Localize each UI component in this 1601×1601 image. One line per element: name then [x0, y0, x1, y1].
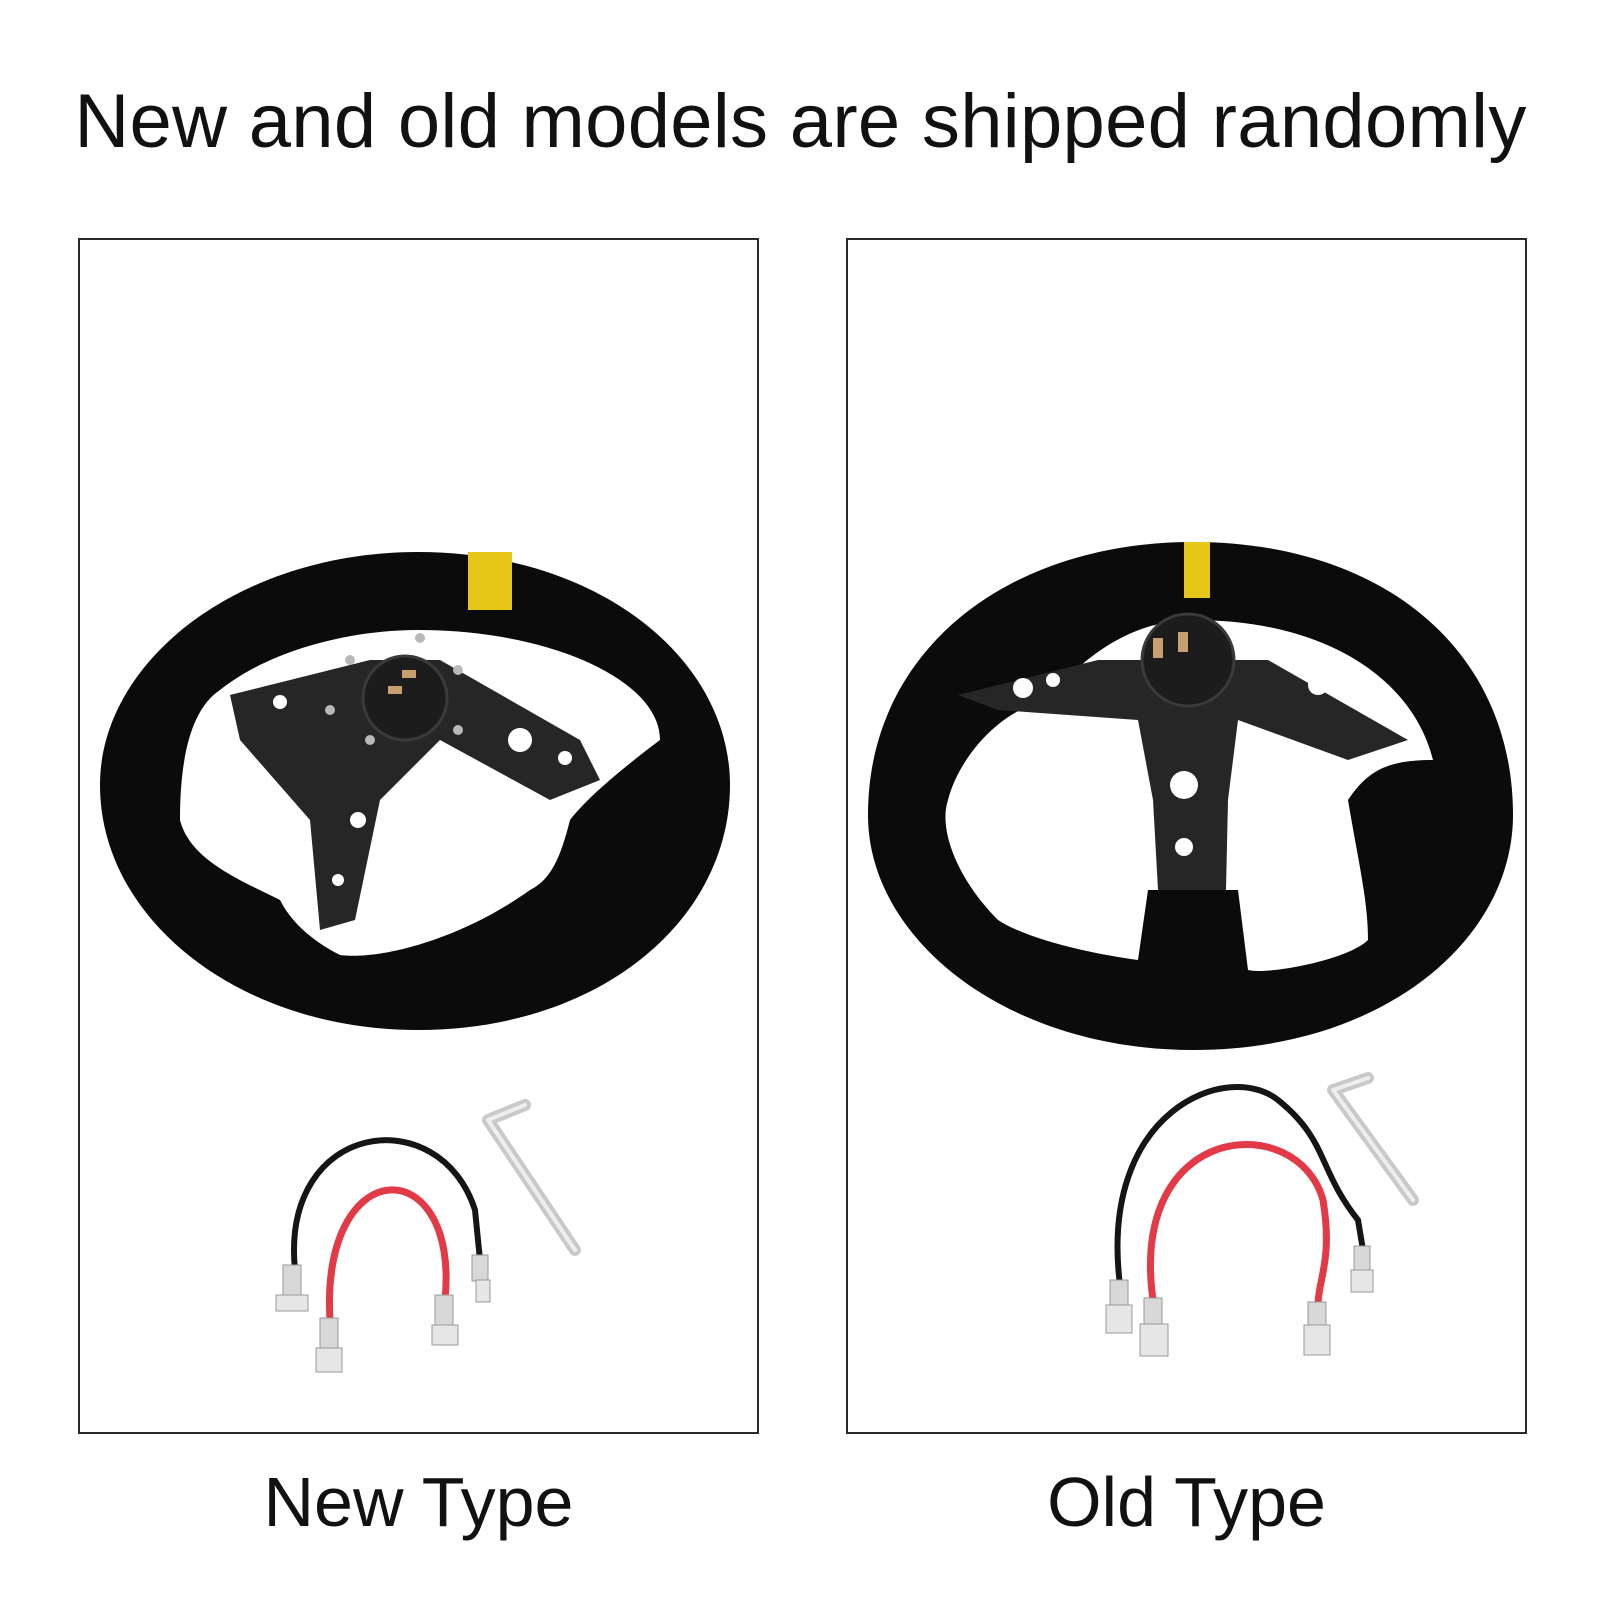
steering-wheel-old-illustration	[868, 542, 1513, 1357]
steering-wheel-icon	[868, 542, 1513, 1050]
allen-key-icon	[1327, 1072, 1419, 1206]
product-panel-old	[846, 238, 1527, 1434]
caption-old-type: Old Type	[1047, 1463, 1326, 1541]
hub	[1140, 612, 1236, 708]
hub	[361, 654, 449, 742]
center-stripe	[1184, 542, 1210, 598]
caption-new-type: New Type	[263, 1463, 574, 1541]
page-title: New and old models are shipped randomly	[74, 79, 1527, 164]
product-panel-new	[78, 238, 759, 1434]
horn-wire-icon	[275, 1137, 491, 1373]
allen-key-icon	[482, 1099, 581, 1256]
horn-wire-icon	[1105, 1084, 1374, 1357]
steering-wheel-icon	[100, 552, 730, 1030]
center-stripe	[468, 552, 512, 610]
steering-wheel-new-illustration	[100, 552, 730, 1373]
